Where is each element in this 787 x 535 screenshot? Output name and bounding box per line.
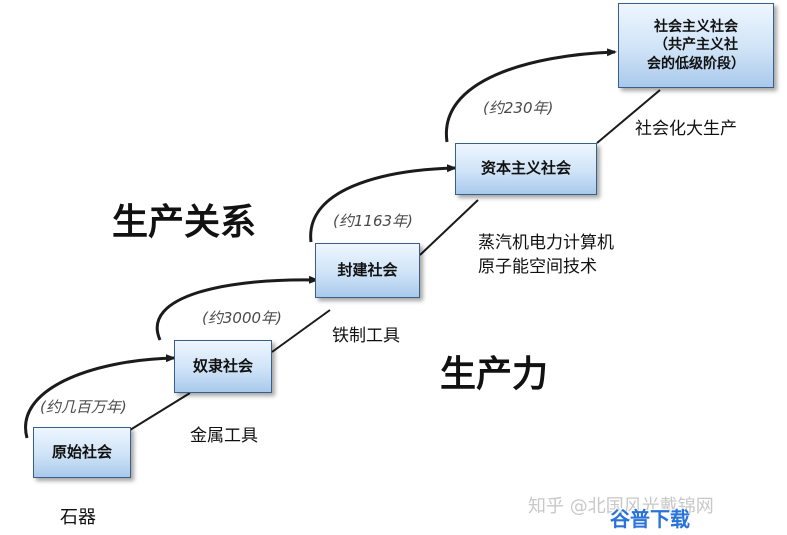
- watermark-logo: 谷普下载: [610, 507, 690, 531]
- box-socialist-society-line-2: （共产主义社: [654, 37, 738, 54]
- box-capitalist-society-label: 资本主义社会: [480, 159, 571, 178]
- box-feudal-society-label: 封建社会: [337, 260, 398, 279]
- box-socialist-society-line-3: 会的低级阶段）: [647, 55, 745, 72]
- stair-line-feudal-capitalist: [419, 199, 479, 256]
- tool-label-iron: 铁制工具: [332, 326, 400, 346]
- tool-label-metal: 金属工具: [190, 426, 258, 446]
- box-primitive-society: 原始社会: [33, 427, 131, 478]
- box-slavery-society-label: 奴隶社会: [192, 356, 253, 375]
- duration-primitive: (约几百万年): [40, 398, 127, 416]
- stair-line-capitalist-socialist: [596, 89, 661, 144]
- stair-line-slavery-feudal: [271, 309, 331, 353]
- duration-slavery: (约3000年): [202, 309, 282, 327]
- arrow-slavery-to-feudal: [155, 275, 319, 341]
- stair-line-primitive-slavery: [129, 392, 191, 431]
- box-slavery-society: 奴隶社会: [174, 340, 272, 393]
- heading-productive-forces: 生产力: [440, 354, 549, 395]
- duration-feudal: (约1163年): [333, 212, 413, 230]
- arrow-primitive-to-slavery: [24, 354, 176, 439]
- arrow-feudal-to-capitalist: [309, 164, 457, 243]
- tool-label-steam-line-2: 原子能空间技术: [478, 256, 597, 277]
- tool-label-steam-line-1: 蒸汽机电力计算机: [478, 233, 614, 253]
- arrow-capitalist-to-socialist: [444, 48, 617, 143]
- tool-label-steam: 蒸汽机电力计算机 原子能空间技术: [478, 232, 614, 280]
- duration-capitalist: (约230年): [483, 99, 554, 117]
- box-socialist-society-line-1: 社会主义社会: [654, 19, 738, 36]
- watermark-text: 知乎 @北国风光戴锦网: [528, 496, 714, 517]
- box-socialist-society: 社会主义社会 （共产主义社 会的低级阶段）: [618, 3, 774, 88]
- box-feudal-society: 封建社会: [315, 243, 420, 298]
- tool-label-socialized: 社会化大生产: [635, 119, 737, 139]
- heading-relations-of-production: 生产关系: [112, 202, 257, 243]
- box-capitalist-society: 资本主义社会: [455, 143, 597, 195]
- box-primitive-society-label: 原始社会: [51, 442, 112, 461]
- tool-label-stone: 石器: [60, 507, 96, 528]
